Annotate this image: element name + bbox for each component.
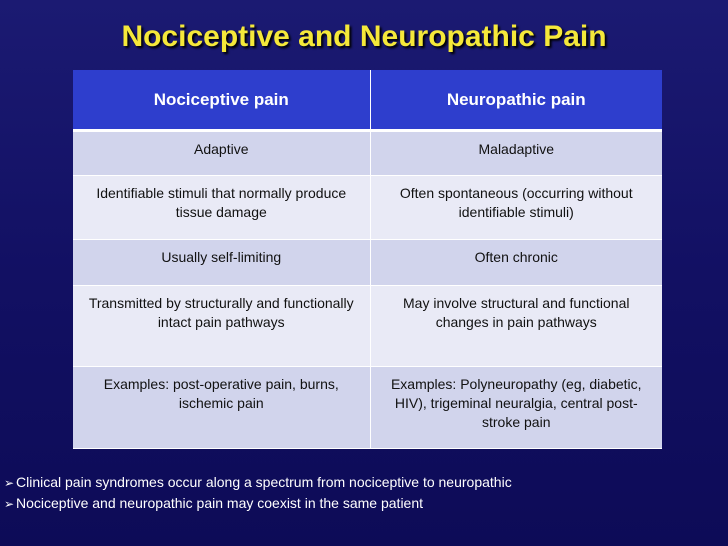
table-header-row: Nociceptive pain Neuropathic pain: [73, 70, 662, 132]
table-cell: Often chronic: [370, 239, 662, 286]
header-nociceptive: Nociceptive pain: [73, 70, 371, 132]
arrowhead-bullet-icon: ➢: [4, 497, 15, 511]
slide-title: Nociceptive and Neuropathic Pain: [121, 20, 607, 53]
table-row: Examples: post-operative pain, burns, is…: [73, 366, 662, 449]
table-row: Usually self-limiting Often chronic: [73, 239, 662, 286]
table-row: Transmitted by structurally and function…: [73, 285, 662, 367]
header-neuropathic: Neuropathic pain: [370, 70, 662, 132]
table-cell: Examples: post-operative pain, burns, is…: [73, 366, 371, 449]
table-cell: Transmitted by structurally and function…: [73, 285, 371, 367]
table-row: Identifiable stimuli that normally produ…: [73, 175, 662, 240]
bullet-list: ➢Clinical pain syndromes occur along a s…: [4, 472, 512, 514]
table-cell: Often spontaneous (occurring without ide…: [370, 175, 662, 240]
comparison-table: Nociceptive pain Neuropathic pain Adapti…: [73, 70, 662, 449]
table-cell: Identifiable stimuli that normally produ…: [73, 175, 371, 240]
table-cell: Examples: Polyneuropathy (eg, diabetic, …: [370, 366, 662, 449]
table-cell: Maladaptive: [370, 130, 662, 176]
table-row: Adaptive Maladaptive: [73, 130, 662, 176]
bullet-text: Nociceptive and neuropathic pain may coe…: [16, 495, 424, 511]
bullet-text: Clinical pain syndromes occur along a sp…: [16, 474, 512, 490]
list-item: ➢Nociceptive and neuropathic pain may co…: [4, 493, 512, 514]
table-cell: Usually self-limiting: [73, 239, 371, 286]
arrowhead-bullet-icon: ➢: [4, 476, 15, 490]
table-cell: Adaptive: [73, 130, 371, 176]
list-item: ➢Clinical pain syndromes occur along a s…: [4, 472, 512, 493]
table-cell: May involve structural and functional ch…: [370, 285, 662, 367]
